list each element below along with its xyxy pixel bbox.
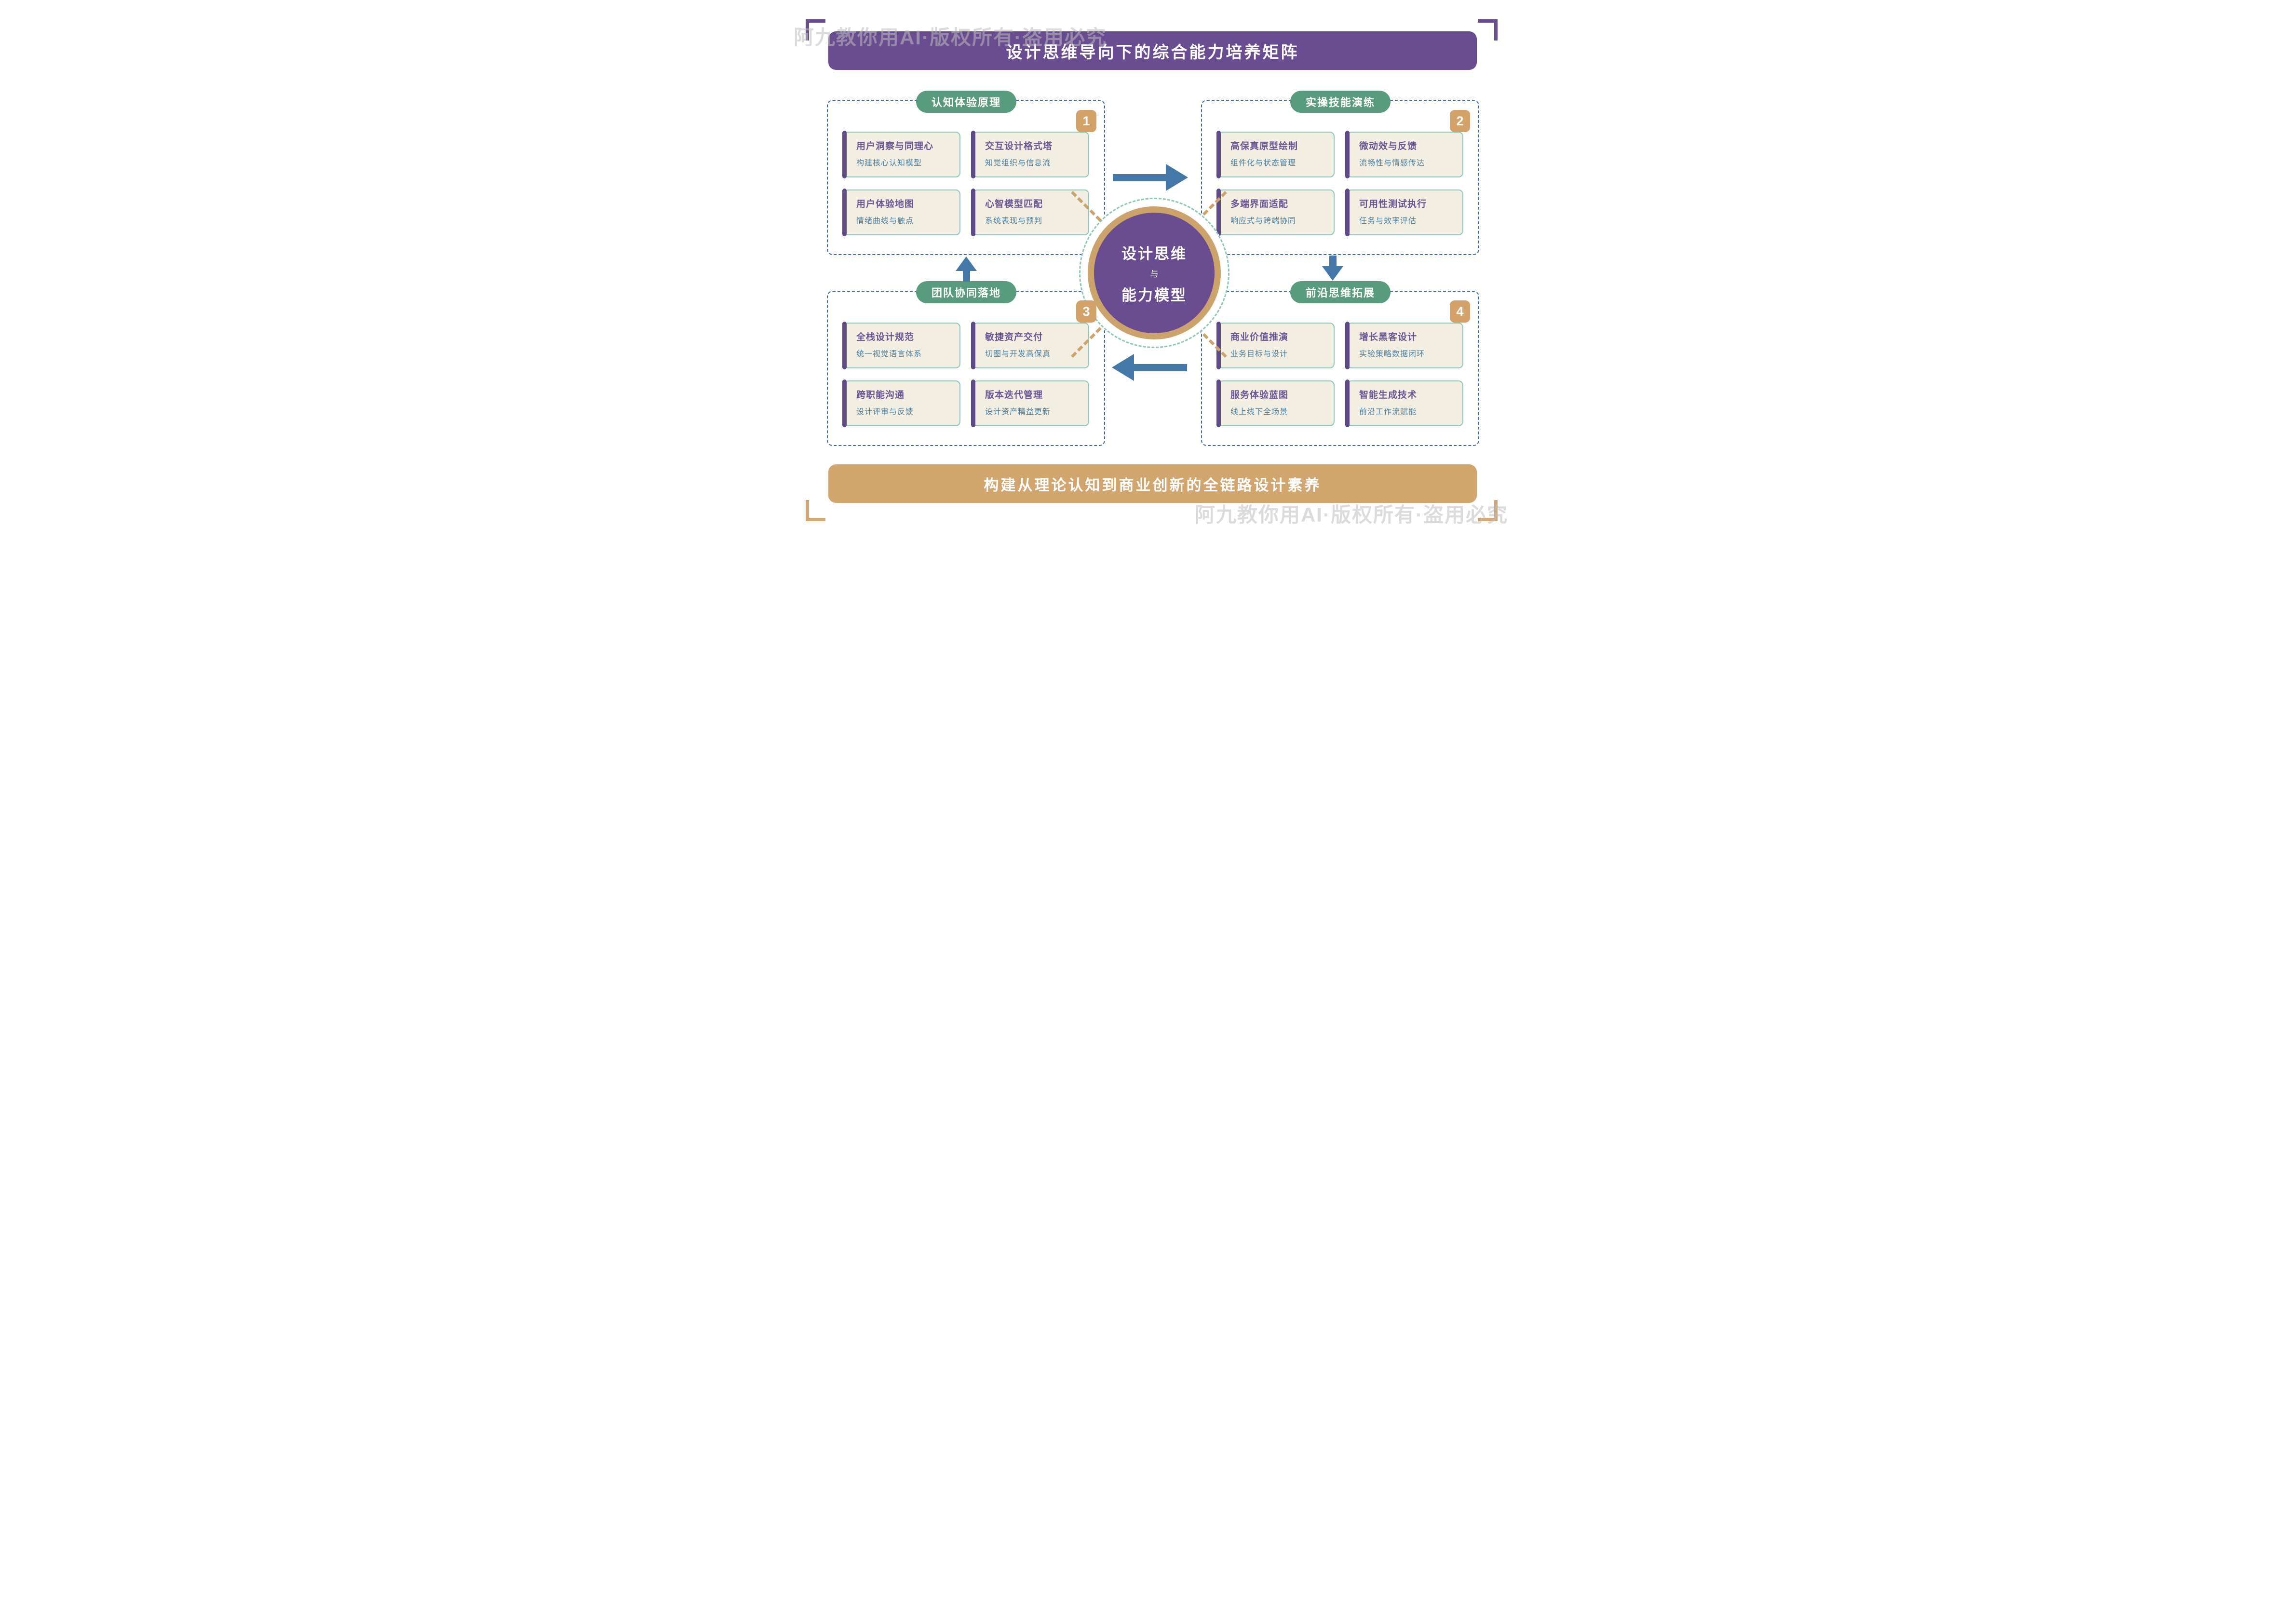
card-growth-hack: 增长黑客设计 实验策略数据闭环 <box>1345 322 1463 369</box>
card-title: 心智模型匹配 <box>985 199 1043 209</box>
card-title: 敏捷资产交付 <box>985 332 1043 342</box>
card-design-spec: 全栈设计规范 统一视觉语言体系 <box>842 322 960 369</box>
card-subtitle: 知觉组织与信息流 <box>985 159 1051 167</box>
card-subtitle: 组件化与状态管理 <box>1230 159 1297 167</box>
card-title: 用户洞察与同理心 <box>856 141 934 151</box>
quadrant-3-label: 团队协同落地 <box>931 287 1001 299</box>
card-subtitle: 流畅性与情感传达 <box>1359 159 1425 167</box>
card-title: 商业价值推演 <box>1230 332 1289 342</box>
quadrant-2-label-pill: 实操技能演练 <box>1290 91 1391 113</box>
card-title: 增长黑客设计 <box>1359 332 1418 342</box>
quadrant-1-box: 用户洞察与同理心 构建核心认知模型 交互设计格式塔 知觉组织与信息流 用户体验地… <box>827 100 1105 255</box>
card-hifi-prototype: 高保真原型绘制 组件化与状态管理 <box>1216 131 1335 178</box>
card-subtitle: 任务与效率评估 <box>1359 217 1417 225</box>
footer-banner: 构建从理论认知到商业创新的全链路设计素养 <box>828 464 1477 503</box>
quadrant-1-number: 1 <box>1082 113 1090 128</box>
arrow-left-icon <box>1134 364 1187 371</box>
card-title: 微动效与反馈 <box>1359 141 1418 151</box>
card-version-management: 版本迭代管理 设计资产精益更新 <box>971 379 1089 427</box>
card-service-blueprint: 服务体验蓝图 线上线下全场景 <box>1216 379 1335 427</box>
card-gestalt: 交互设计格式塔 知觉组织与信息流 <box>971 131 1089 178</box>
center-line3: 能力模型 <box>1121 286 1187 304</box>
card-ai-generation: 智能生成技术 前沿工作流赋能 <box>1345 379 1463 427</box>
card-subtitle: 切图与开发高保真 <box>985 350 1051 358</box>
title-banner: 设计思维导向下的综合能力培养矩阵 <box>828 31 1477 70</box>
card-subtitle: 情绪曲线与触点 <box>856 217 914 225</box>
card-title: 服务体验蓝图 <box>1230 390 1289 400</box>
watermark-top-left: 阿九教你用AI·版权所有·盗用必究 <box>794 26 1107 49</box>
quadrant-1-number-badge: 1 <box>1076 110 1096 132</box>
card-subtitle: 设计评审与反馈 <box>856 408 914 416</box>
card-subtitle: 系统表现与预判 <box>985 217 1043 225</box>
card-title: 版本迭代管理 <box>985 390 1043 400</box>
card-business-value: 商业价值推演 业务目标与设计 <box>1216 322 1335 369</box>
quadrant-4-number-badge: 4 <box>1450 300 1470 323</box>
arrow-down-head-icon <box>1322 266 1343 281</box>
arrow-right-head-icon <box>1166 164 1188 191</box>
center-circle: 设计思维 与 能力模型 <box>1088 206 1221 339</box>
card-title: 交互设计格式塔 <box>985 141 1053 151</box>
card-cross-communication: 跨职能沟通 设计评审与反馈 <box>842 379 960 427</box>
card-journey-map: 用户体验地图 情绪曲线与触点 <box>842 189 960 236</box>
card-subtitle: 实验策略数据闭环 <box>1359 350 1425 358</box>
card-subtitle: 业务目标与设计 <box>1230 350 1288 358</box>
quadrant-3-box: 全栈设计规范 统一视觉语言体系 敏捷资产交付 切图与开发高保真 跨职能沟通 设计… <box>827 291 1105 446</box>
quadrant-2-label: 实操技能演练 <box>1305 96 1375 108</box>
card-subtitle: 统一视觉语言体系 <box>856 350 922 358</box>
quadrant-1-label-pill: 认知体验原理 <box>916 91 1016 113</box>
card-multi-device: 多端界面适配 响应式与跨端协同 <box>1216 189 1335 236</box>
card-title: 多端界面适配 <box>1230 199 1289 209</box>
card-subtitle: 构建核心认知模型 <box>856 159 922 167</box>
quadrant-4-label: 前沿思维拓展 <box>1305 287 1375 299</box>
card-title: 高保真原型绘制 <box>1230 141 1298 151</box>
quadrant-3-label-pill: 团队协同落地 <box>916 281 1016 303</box>
card-usability-test: 可用性测试执行 任务与效率评估 <box>1345 189 1463 236</box>
center-line1: 设计思维 <box>1121 245 1187 262</box>
corner-bracket-bottom-left-icon <box>806 500 825 521</box>
card-subtitle: 前沿工作流赋能 <box>1359 408 1417 416</box>
arrow-left-head-icon <box>1112 354 1134 381</box>
card-micro-motion: 微动效与反馈 流畅性与情感传达 <box>1345 131 1463 178</box>
card-user-insight: 用户洞察与同理心 构建核心认知模型 <box>842 131 960 178</box>
card-subtitle: 设计资产精益更新 <box>985 408 1051 416</box>
corner-bracket-top-left-icon <box>806 19 825 41</box>
watermark-bottom-right: 阿九教你用AI·版权所有·盗用必究 <box>1195 503 1508 526</box>
main-title: 设计思维导向下的综合能力培养矩阵 <box>1006 43 1299 62</box>
quadrant-2-number: 2 <box>1456 113 1464 128</box>
arrow-down-icon <box>1329 256 1337 266</box>
corner-bracket-bottom-right-icon <box>1478 500 1498 521</box>
quadrant-3-number-badge: 3 <box>1076 300 1096 323</box>
footer-title: 构建从理论认知到商业创新的全链路设计素养 <box>984 476 1322 494</box>
card-title: 可用性测试执行 <box>1359 199 1427 209</box>
card-mental-model: 心智模型匹配 系统表现与预判 <box>971 189 1089 236</box>
card-title: 跨职能沟通 <box>856 390 905 400</box>
center-line2: 与 <box>1150 269 1159 279</box>
card-title: 智能生成技术 <box>1359 390 1418 400</box>
card-agile-delivery: 敏捷资产交付 切图与开发高保真 <box>971 322 1089 369</box>
quadrant-4-box: 商业价值推演 业务目标与设计 增长黑客设计 实验策略数据闭环 服务体验蓝图 线上… <box>1201 291 1479 446</box>
card-subtitle: 线上线下全场景 <box>1230 408 1288 416</box>
quadrant-4-label-pill: 前沿思维拓展 <box>1290 281 1391 303</box>
arrow-right-icon <box>1113 174 1166 181</box>
quadrant-2-box: 高保真原型绘制 组件化与状态管理 微动效与反馈 流畅性与情感传达 多端界面适配 … <box>1201 100 1479 255</box>
card-title: 全栈设计规范 <box>856 332 915 342</box>
card-subtitle: 响应式与跨端协同 <box>1230 217 1297 225</box>
card-title: 用户体验地图 <box>856 199 915 209</box>
quadrant-2-number-badge: 2 <box>1450 110 1470 132</box>
quadrant-1-label: 认知体验原理 <box>931 96 1001 108</box>
corner-bracket-top-right-icon <box>1478 19 1498 41</box>
arrow-up-icon <box>963 271 970 282</box>
quadrant-3-number: 3 <box>1082 304 1090 319</box>
quadrant-4-number: 4 <box>1456 304 1464 319</box>
infographic-canvas: 阿九教你用AI·版权所有·盗用必究 阿九教你用AI·版权所有·盗用必究 设计思维… <box>775 0 1521 528</box>
arrow-up-head-icon <box>956 257 977 271</box>
